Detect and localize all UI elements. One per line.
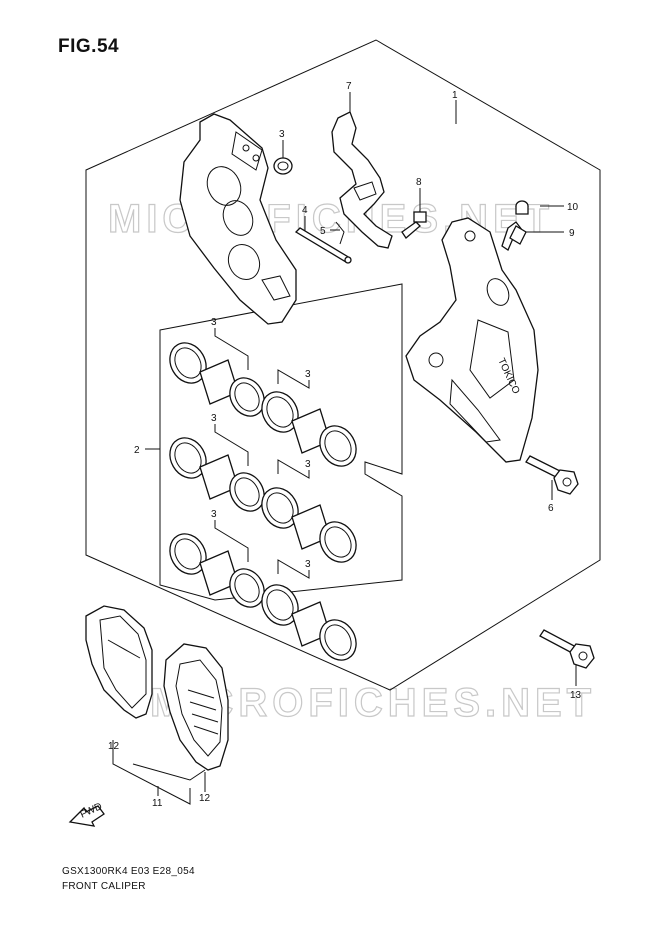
piston-set-4: [261, 391, 357, 467]
callout-labels: 1 2 3 3 3 3 3 3 3 4 5 6 7 8 9 10 11 12 1…: [108, 81, 582, 809]
forward-direction-arrow: FWD: [68, 801, 105, 827]
callout-3: 3: [305, 559, 311, 570]
callout-3: 3: [211, 413, 217, 424]
callout-3: 3: [211, 509, 217, 520]
piston-set-3: [169, 533, 265, 608]
callout-12: 12: [108, 741, 120, 752]
small-seal-ring: [273, 157, 293, 175]
bolt-8: [401, 211, 427, 239]
callout-9: 9: [569, 228, 575, 239]
piston-set-5: [261, 487, 357, 563]
model-code: GSX1300RK4 E03 E28_054: [62, 866, 195, 877]
piston-set-6: [261, 584, 357, 661]
figure-title: FIG.54: [58, 36, 120, 57]
mounting-bolt-6: [525, 455, 579, 495]
brake-pad-front: [85, 605, 153, 719]
bleeder-valve: [501, 221, 527, 251]
callout-11: 11: [152, 798, 163, 809]
callout-7: 7: [346, 81, 352, 92]
pad-spring: [331, 111, 393, 249]
callout-3: 3: [279, 129, 285, 140]
bleeder-cap: [515, 200, 529, 215]
piston-seal-sets: [169, 342, 357, 661]
callout-6: 6: [548, 503, 554, 514]
callout-8: 8: [416, 177, 422, 188]
callout-3: 3: [305, 459, 311, 470]
section-name: FRONT CALIPER: [62, 881, 146, 892]
mounting-bolt-13: [539, 629, 595, 669]
callout-3: 3: [305, 369, 311, 380]
piston-set-outline: [159, 283, 403, 601]
caliper-half-right: TOKICO: [405, 217, 539, 463]
callout-4: 4: [302, 205, 308, 216]
piston-set-1: [169, 342, 265, 417]
callout-3: 3: [211, 317, 217, 328]
brake-pad-rear: [163, 643, 229, 771]
caliper-half-left: [179, 113, 297, 325]
pad-pin-and-clip: [294, 221, 352, 264]
callout-1: 1: [452, 90, 458, 101]
callout-13: 13: [570, 690, 582, 701]
callout-10: 10: [567, 202, 579, 213]
callout-5: 5: [320, 226, 326, 237]
callout-2: 2: [134, 445, 140, 456]
callout-12: 12: [199, 793, 211, 804]
assembly-outline: [85, 39, 601, 691]
piston-set-2: [169, 437, 265, 512]
